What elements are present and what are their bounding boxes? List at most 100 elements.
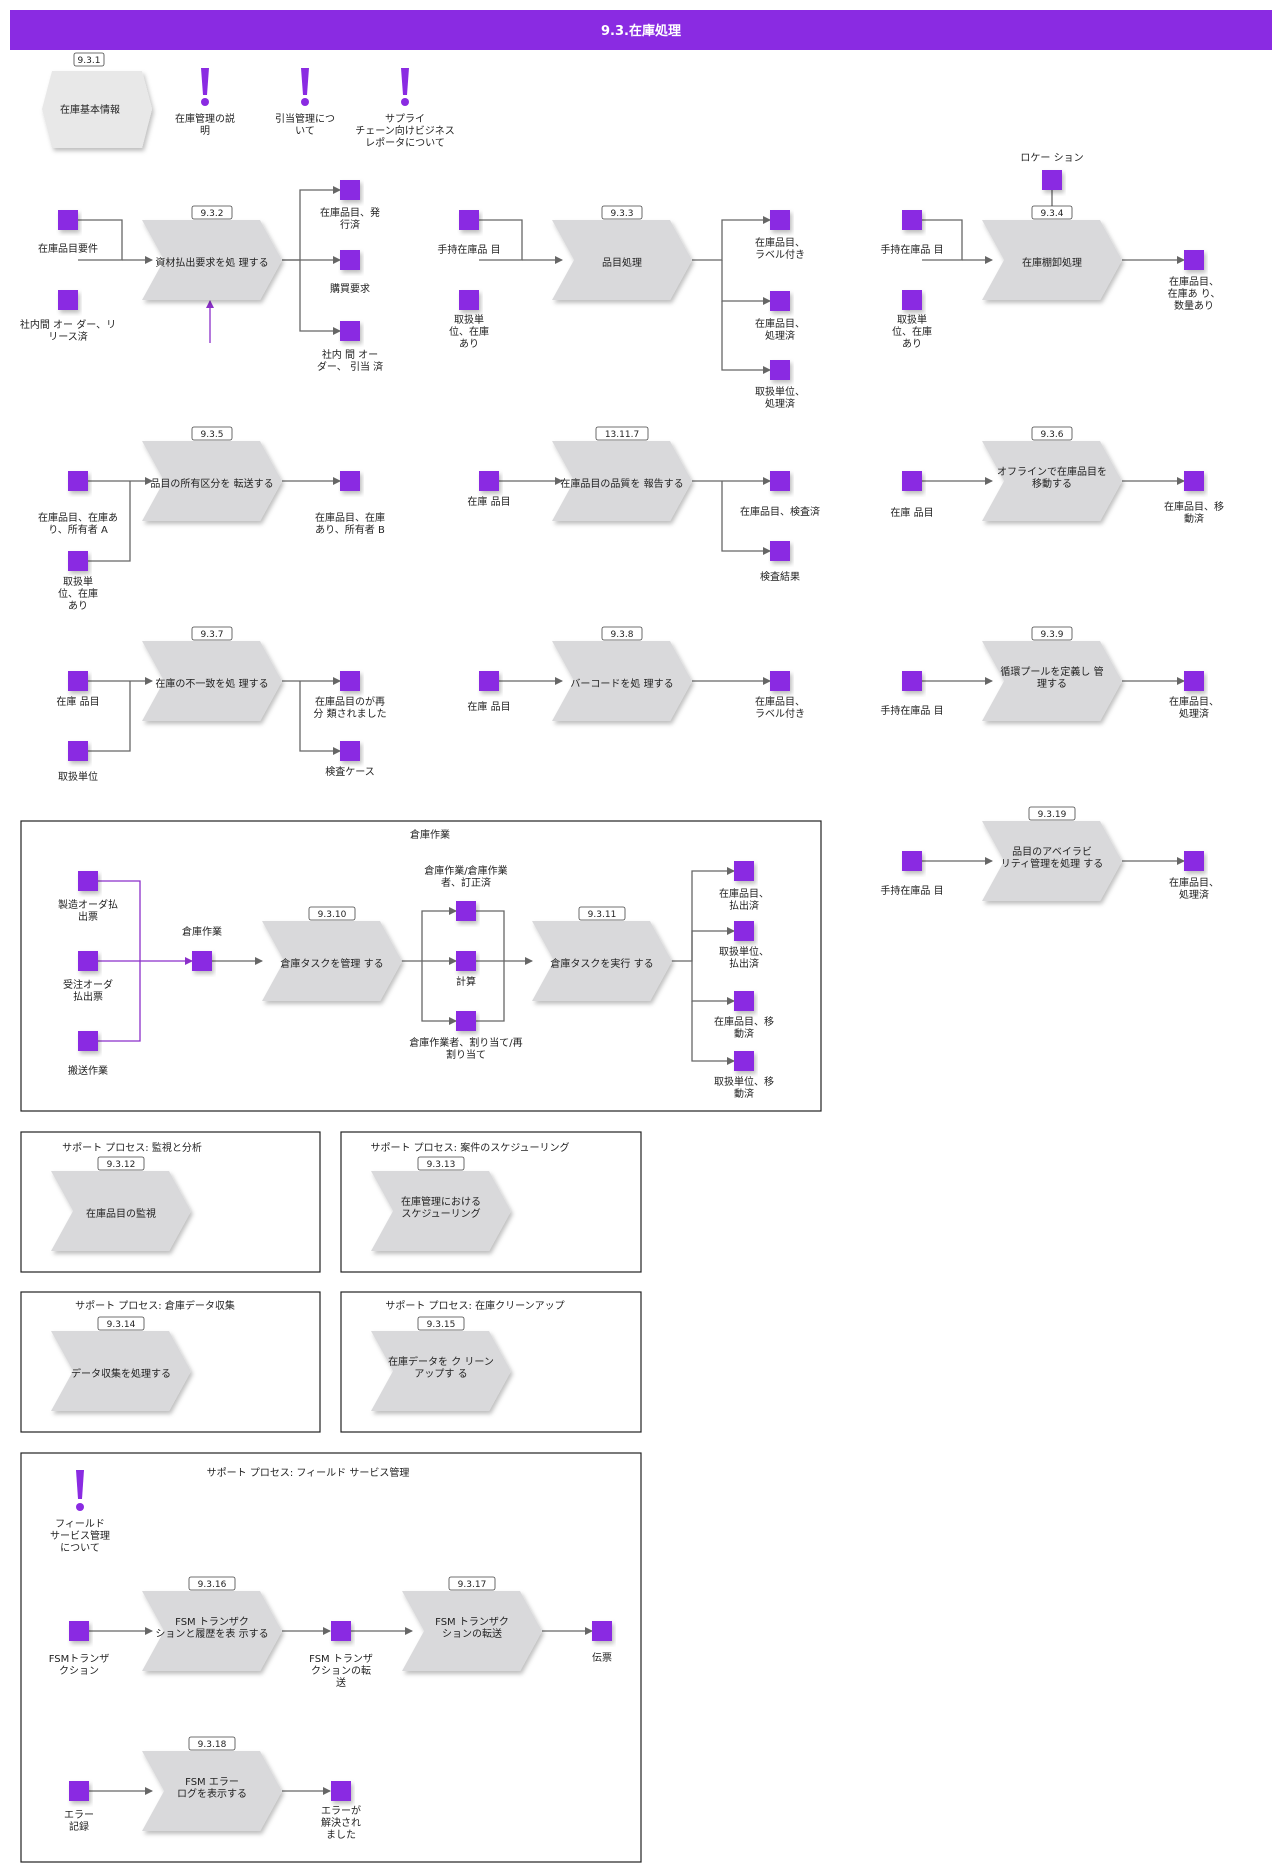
event-label: 購買要求 <box>330 282 370 295</box>
event-e5[interactable]: 社内 間 オーダー、 引当 済 <box>317 321 383 373</box>
event-w3[interactable]: 搬送作業 <box>68 1031 108 1077</box>
event-e32[interactable]: 在庫品目、処理済 <box>1169 851 1219 901</box>
event-e3[interactable]: 在庫品目、発行済 <box>320 180 380 231</box>
event-f3[interactable]: 伝票 <box>592 1621 612 1664</box>
process-label: 在庫の不一致を処 理する <box>155 677 268 690</box>
event-label: 手持在庫品 目 <box>880 884 943 897</box>
event-e30[interactable]: 在庫品目、処理済 <box>1169 671 1219 720</box>
event-e31[interactable]: 手持在庫品 目 <box>880 851 944 897</box>
event-e6[interactable]: 手持在庫品 目 <box>437 210 501 256</box>
event-label: 計算 <box>456 975 476 988</box>
info-note-2[interactable]: 引当管理について <box>275 68 335 137</box>
event-e17[interactable]: 在庫品目、在庫あり、所有者 B <box>315 471 385 536</box>
event-e15[interactable]: 在庫品目、在庫あり、所有者 A <box>38 471 118 536</box>
process-shape <box>142 1751 282 1831</box>
event-e7[interactable]: 取扱単位、在庫あり <box>449 290 489 350</box>
event-e8[interactable]: 在庫品目、ラベル付き <box>755 210 805 261</box>
event-e25[interactable]: 在庫品目のが再分 類されました <box>313 671 387 720</box>
process-shape <box>402 1591 542 1671</box>
event-e2[interactable]: 社内間 オー ダー、リリース済 <box>20 290 116 343</box>
event-f2[interactable]: FSM トランザクションの転送 <box>309 1621 373 1689</box>
event-e4[interactable]: 購買要求 <box>330 250 370 295</box>
event-w8[interactable]: 在庫品目、払出済 <box>719 861 769 912</box>
process-id-tag <box>1031 426 1073 441</box>
event-e9[interactable]: 在庫品目、処理済 <box>755 291 805 342</box>
event-square <box>340 471 360 491</box>
process-id: 9.3.11 <box>588 910 617 920</box>
connectors <box>78 186 1185 1795</box>
event-e19[interactable]: 在庫品目、検査済 <box>740 471 820 518</box>
process-id: 9.3.9 <box>1041 630 1064 640</box>
event-e1[interactable]: 在庫品目要件 <box>38 210 98 255</box>
event-w6[interactable]: 計算 <box>456 951 476 988</box>
event-f4[interactable]: エラー記録 <box>64 1781 94 1833</box>
event-e28[interactable]: 在庫品目、ラベル付き <box>755 671 805 720</box>
process-id: 9.3.3 <box>611 209 634 219</box>
event-e22[interactable]: 在庫品目、移動済 <box>1164 471 1224 525</box>
process-id-tag <box>417 1316 465 1331</box>
event-e10[interactable]: 取扱単位、処理済 <box>755 360 805 410</box>
event-w4[interactable]: 倉庫作業 <box>182 925 222 971</box>
event-f5[interactable]: エラーが解決されました <box>321 1781 361 1841</box>
process-id-tag <box>188 1736 236 1751</box>
event-w2[interactable]: 受注オーダ払出票 <box>63 951 113 1003</box>
event-e11[interactable]: ロケー ション <box>1020 152 1084 190</box>
event-e26[interactable]: 検査ケース <box>325 741 375 778</box>
event-e21[interactable]: 在庫 品目 <box>890 471 934 519</box>
event-w11[interactable]: 取扱単位、移動済 <box>714 1051 774 1100</box>
process-label: 在庫管理におけるスケジューリング <box>401 1195 481 1220</box>
process-id: 9.3.12 <box>107 1160 136 1170</box>
event-e13[interactable]: 取扱単位、在庫あり <box>892 290 932 350</box>
info-note-3[interactable]: サプライチェーン向けビジネスレポータについて <box>355 68 455 149</box>
process-id: 9.3.14 <box>107 1320 136 1330</box>
event-square <box>340 741 360 761</box>
event-e23[interactable]: 在庫 品目 <box>56 671 100 708</box>
event-label: 手持在庫品 目 <box>880 243 943 256</box>
event-e14[interactable]: 在庫品目、在庫あ り、数量あり <box>1168 250 1221 312</box>
event-label: 在庫 品目 <box>56 695 99 708</box>
event-f1[interactable]: FSMトランザクション <box>49 1621 110 1677</box>
info-note-1[interactable]: 在庫管理の説明 <box>175 68 235 137</box>
hexagon-9-3-1[interactable]: 9.3.1 在庫基本情報 <box>42 52 152 148</box>
group-support-monitoring: サポート プロセス: 監視と分析 <box>20 1131 321 1273</box>
event-e12[interactable]: 手持在庫品 目 <box>880 210 944 256</box>
event-w10[interactable]: 在庫品目、移動済 <box>714 991 774 1040</box>
process-id: 9.3.5 <box>201 430 224 440</box>
event-e16[interactable]: 取扱単位、在庫あり <box>58 551 98 612</box>
event-e27[interactable]: 在庫 品目 <box>467 671 511 713</box>
event-e20[interactable]: 検査結果 <box>760 541 800 583</box>
event-w5[interactable]: 倉庫作業/倉庫作業者、訂正済 <box>424 864 508 921</box>
info-note-field-service[interactable]: フィールドサービス管理について <box>50 1470 110 1554</box>
event-e18[interactable]: 在庫 品目 <box>467 471 511 508</box>
event-label: 搬送作業 <box>68 1064 108 1077</box>
event-e24[interactable]: 取扱単位 <box>58 741 98 783</box>
process-label: オフラインで在庫品目を移動する <box>997 465 1107 490</box>
event-e29[interactable]: 手持在庫品 目 <box>880 671 944 717</box>
process-label: FSM トランザクションの転送 <box>435 1616 509 1640</box>
event-label: ロケー ション <box>1020 152 1083 164</box>
event-w7[interactable]: 倉庫作業者、割り当て/再割り当て <box>409 1011 523 1061</box>
event-w9[interactable]: 取扱単位、払出済 <box>719 921 769 970</box>
process-shape <box>552 220 692 300</box>
event-w1[interactable]: 製造オーダ払出票 <box>58 871 118 923</box>
group-support-scheduling: サポート プロセス: 案件のスケジューリング <box>340 1131 642 1273</box>
